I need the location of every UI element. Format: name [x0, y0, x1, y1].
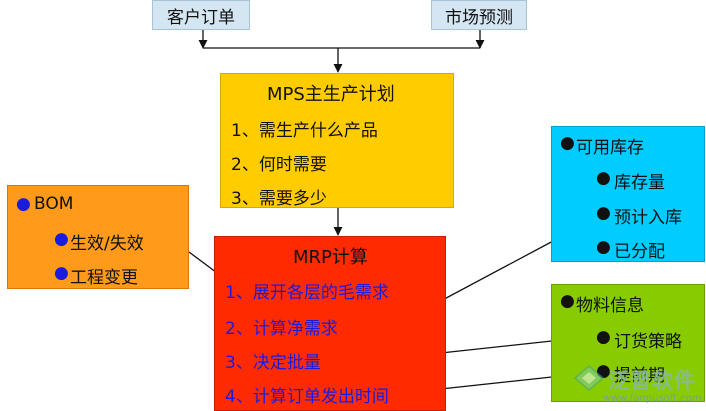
- watermark-url: www.fanpusoft.com: [603, 393, 702, 404]
- inventory-item-1: 库存量: [614, 173, 665, 193]
- market-forecast-box: 市场预测: [431, 0, 527, 30]
- inventory-item-3: 已分配: [614, 242, 665, 262]
- bom-box: ● BOM ● 生效/失效 ● 工程变更: [7, 185, 189, 289]
- bom-title-bullet: ●: [16, 194, 31, 214]
- watermark-logo-icon: [573, 365, 605, 391]
- mps-box: MPS主生产计划 1、需生产什么产品 2、何时需要 3、需要多少: [220, 73, 454, 209]
- mps-title: MPS主生产计划: [267, 84, 395, 105]
- mps-item-3: 3、需要多少: [231, 189, 327, 209]
- inventory-item-1-bullet: ●: [596, 168, 611, 188]
- inventory-item-3-bullet: ●: [596, 237, 611, 257]
- mrp-item-2: 2、计算净需求: [225, 319, 338, 339]
- material-item-2: 提前期: [614, 366, 665, 386]
- customer-orders-label: 客户订单: [167, 7, 235, 28]
- mrp-item-1: 1、展开各层的毛需求: [225, 283, 389, 303]
- mrp-item-4: 4、计算订单发出时间: [225, 387, 389, 407]
- inventory-item-2-bullet: ●: [596, 203, 611, 223]
- material-item-1-bullet: ●: [596, 327, 611, 347]
- inventory-title-bullet: ●: [560, 133, 575, 153]
- material-item-1: 订货策略: [614, 332, 682, 352]
- bom-item-1: 生效/失效: [70, 234, 144, 254]
- mps-item-2: 2、何时需要: [231, 155, 327, 175]
- material-title-bullet: ●: [560, 291, 575, 311]
- bom-item-2-bullet: ●: [54, 263, 69, 283]
- market-forecast-label: 市场预测: [445, 7, 513, 28]
- bom-item-1-bullet: ●: [54, 229, 69, 249]
- inventory-title: 可用库存: [576, 138, 644, 158]
- bom-item-2: 工程变更: [70, 268, 138, 288]
- mps-item-1: 1、需生产什么产品: [231, 121, 378, 141]
- customer-orders-box: 客户订单: [152, 0, 250, 30]
- bom-title: BOM: [34, 194, 74, 214]
- mrp-item-3: 3、决定批量: [225, 353, 321, 373]
- mrp-title: MRP计算: [293, 247, 368, 268]
- inventory-box: ● 可用库存 ● 库存量 ● 预计入库 ● 已分配: [551, 126, 705, 262]
- material-info-box: ● 物料信息 ● 订货策略 ● 提前期: [551, 284, 705, 402]
- watermark-brand: 泛普软件: [608, 369, 696, 393]
- material-title: 物料信息: [576, 296, 644, 316]
- mrp-box: MRP计算 1、展开各层的毛需求 2、计算净需求 3、决定批量 4、计算订单发出…: [214, 236, 446, 411]
- inventory-item-2: 预计入库: [614, 208, 682, 228]
